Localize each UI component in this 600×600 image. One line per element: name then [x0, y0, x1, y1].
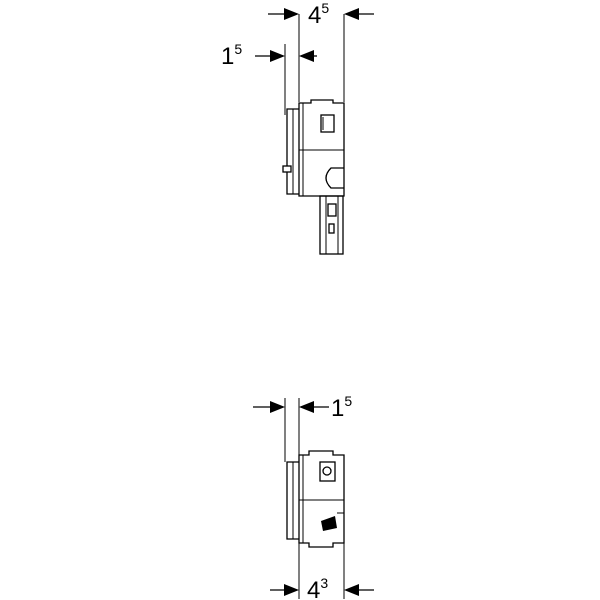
bottom-width-arrow-right — [344, 584, 359, 596]
bottom-view: 15 43 — [253, 393, 374, 600]
top-mounting-bracket — [282, 108, 299, 195]
top-pipe-outline — [319, 195, 344, 255]
top-housing-body — [298, 99, 345, 197]
top-width-label: 45 — [308, 0, 329, 29]
bottom-housing-window — [319, 461, 336, 482]
top-pipe-section — [319, 195, 344, 255]
bottom-width-label: 43 — [307, 575, 328, 600]
top-housing-hook — [325, 167, 344, 189]
top-housing — [298, 99, 345, 197]
top-offset-dimension: 15 — [221, 41, 317, 115]
bottom-offset-arrow-left — [270, 401, 285, 413]
top-view: 45 15 — [221, 0, 374, 255]
bottom-width-dimension: 43 — [270, 543, 374, 600]
bottom-housing-port — [322, 466, 332, 476]
top-housing-window — [320, 114, 335, 133]
top-offset-arrow-right — [299, 50, 314, 62]
bottom-mounting-bracket — [286, 461, 299, 540]
top-width-arrow-left — [284, 8, 299, 20]
top-offset-label: 15 — [221, 41, 242, 70]
top-width-dimension: 45 — [268, 0, 374, 102]
bottom-width-arrow-left — [284, 584, 299, 596]
top-offset-arrow-left — [270, 50, 285, 62]
bottom-housing-body — [298, 450, 345, 548]
bottom-offset-arrow-right — [299, 401, 314, 413]
top-pipe-fitting — [328, 223, 335, 234]
bottom-offset-dimension: 15 — [253, 393, 352, 462]
bottom-housing-latch — [321, 516, 337, 531]
top-width-arrow-right — [344, 8, 359, 20]
bottom-offset-label: 15 — [331, 393, 352, 422]
top-bracket-stud — [282, 165, 292, 173]
top-pipe-clip — [327, 203, 337, 217]
bottom-housing — [298, 450, 345, 548]
